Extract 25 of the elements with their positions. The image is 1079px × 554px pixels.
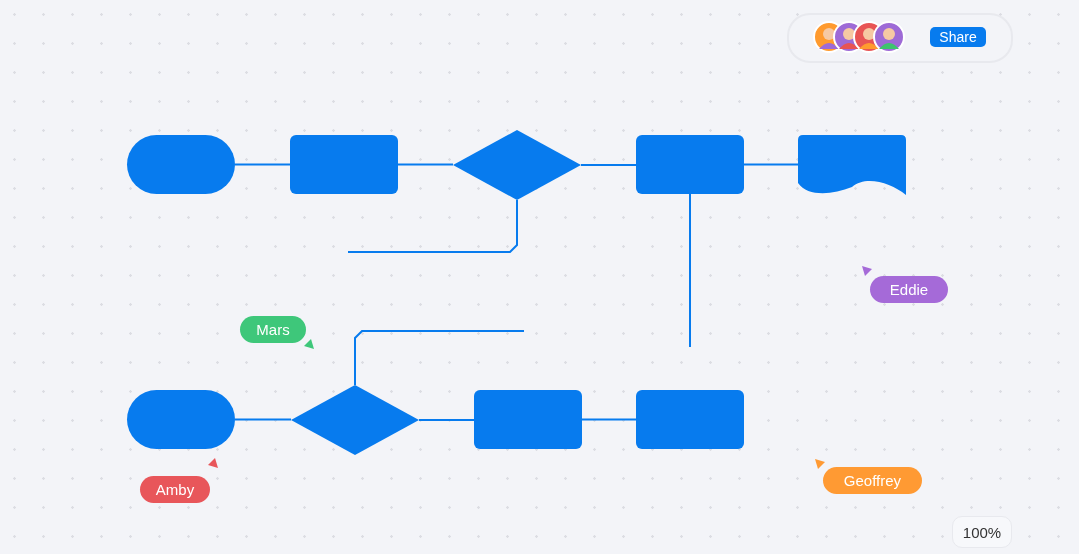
terminal-shape	[127, 390, 235, 449]
user-name-tag: Geoffrey	[823, 467, 922, 494]
connector-line	[689, 193, 691, 348]
connector-line	[397, 163, 454, 166]
connector-line	[580, 164, 637, 166]
user-name-tag: Amby	[140, 476, 210, 503]
document-shape	[798, 135, 906, 195]
connector-line	[581, 418, 637, 421]
connector-line	[234, 163, 291, 166]
process-box	[474, 390, 582, 449]
connector-line	[354, 330, 525, 386]
connector-line	[347, 199, 518, 253]
user-name-tag: Mars	[240, 316, 306, 343]
connector-line	[418, 419, 475, 421]
process-box	[290, 135, 398, 194]
zoom-level: 100%	[952, 516, 1012, 548]
decision-diamond	[291, 385, 419, 455]
terminal-shape	[127, 135, 235, 194]
connector-line	[743, 163, 799, 166]
process-box	[636, 390, 744, 449]
share-button: Share	[930, 27, 986, 47]
connector-line	[234, 418, 292, 421]
user-name-tag: Eddie	[870, 276, 948, 303]
process-box	[636, 135, 744, 194]
decision-diamond	[453, 130, 581, 200]
